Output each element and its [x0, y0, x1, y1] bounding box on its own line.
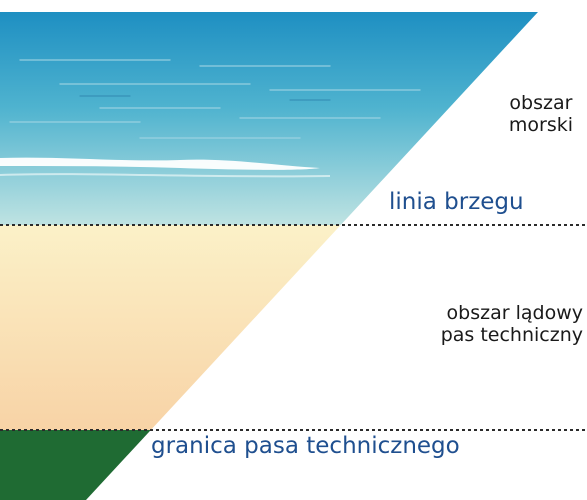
sea-area-label-line2: morski — [508, 113, 573, 136]
sea-area-label-line1: obszar — [509, 92, 573, 114]
surf-foam-line — [0, 157, 320, 170]
sea-area-label: obszar morski — [508, 92, 573, 137]
land-area-label: obszar lądowy pas techniczny — [440, 302, 583, 347]
sea-wave-streaks — [9, 59, 421, 139]
land-area-label-line1: obszar lądowy — [446, 302, 583, 324]
land-area-label-line2: pas techniczny — [440, 323, 583, 346]
shoreline-label: linia brzegu — [389, 189, 524, 215]
technical-belt-boundary-label: granica pasa technicznego — [151, 433, 460, 459]
